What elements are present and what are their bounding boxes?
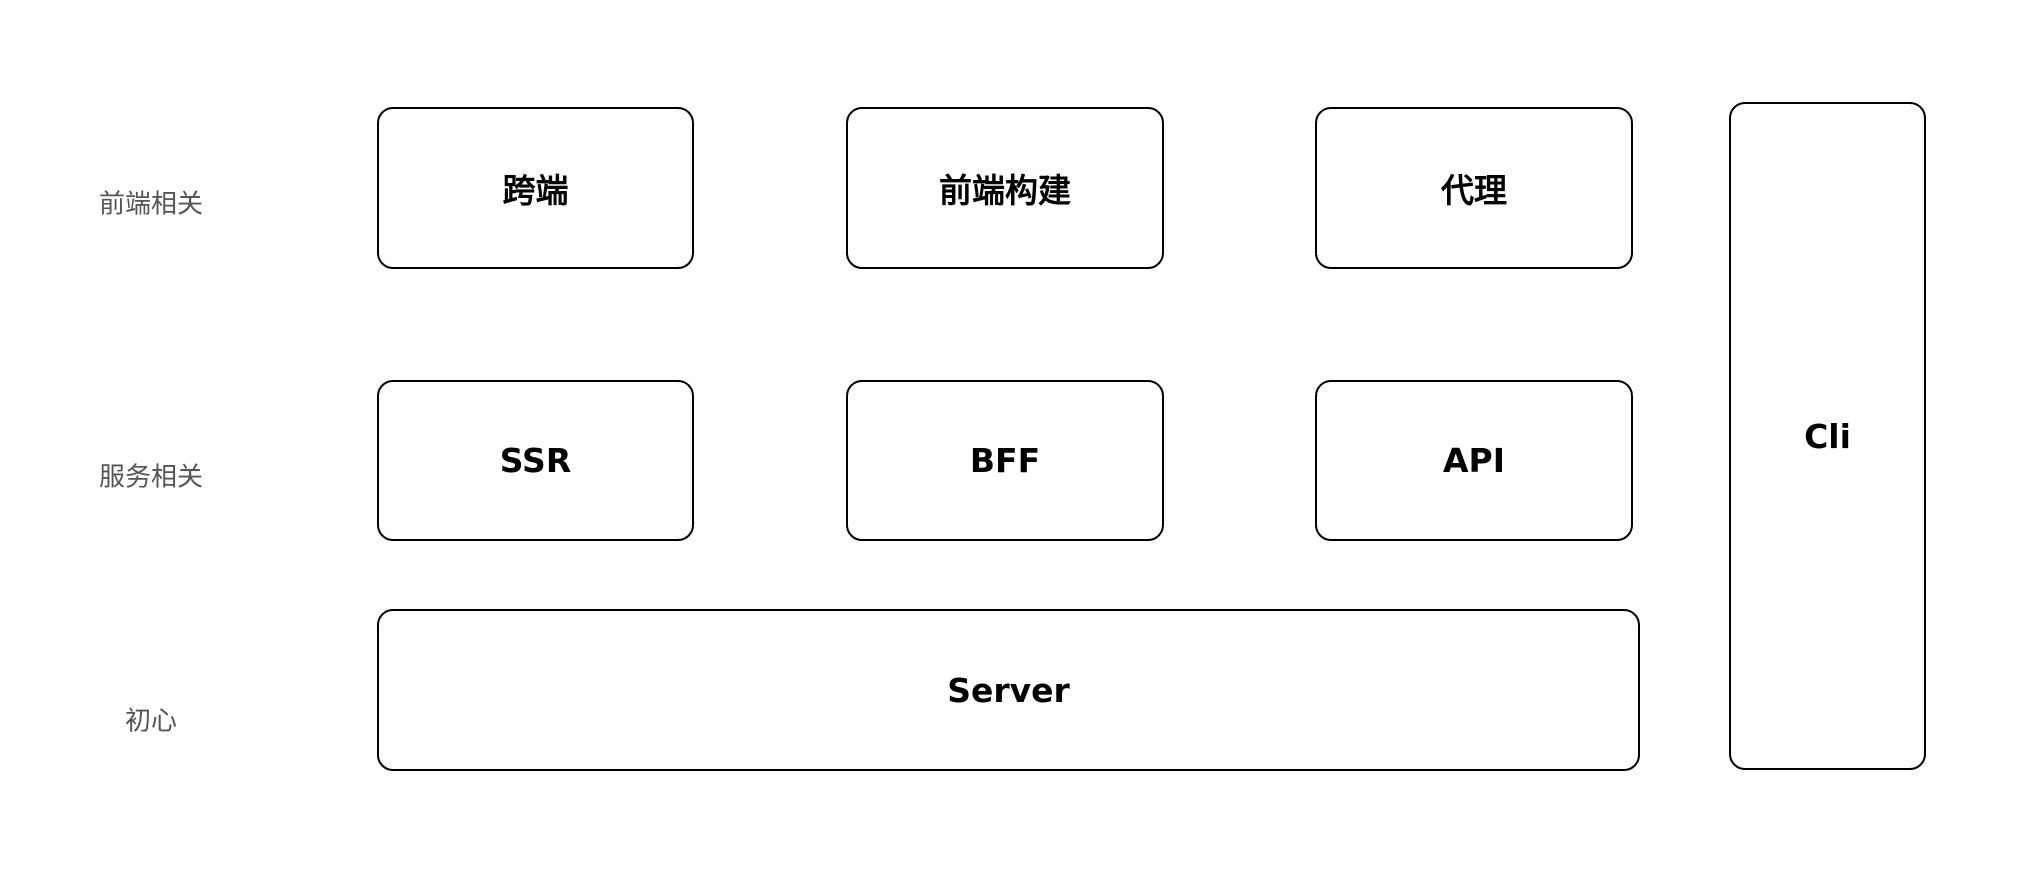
box-cross-platform: 跨端 <box>377 107 694 269</box>
box-api: API <box>1315 380 1633 541</box>
row-label-service: 服务相关 <box>98 462 203 493</box>
box-cross-platform-label: 跨端 <box>502 171 569 210</box>
box-frontend-build: 前端构建 <box>846 107 1164 269</box>
box-proxy-label: 代理 <box>1441 171 1507 210</box>
box-api-label: API <box>1442 441 1505 480</box>
box-bff-label: BFF <box>969 441 1041 480</box>
row-label-frontend: 前端相关 <box>98 189 203 220</box>
box-cli-label: Cli <box>1804 416 1851 456</box>
box-proxy: 代理 <box>1315 107 1633 269</box>
box-cli: Cli <box>1729 102 1926 770</box>
row-label-origin: 初心 <box>124 706 177 737</box>
box-server-label: Server <box>947 670 1070 710</box>
box-server: Server <box>377 609 1640 771</box>
box-ssr: SSR <box>377 380 694 541</box>
box-ssr-label: SSR <box>499 441 572 480</box>
box-bff: BFF <box>846 380 1164 541</box>
box-frontend-build-label: 前端构建 <box>939 171 1071 210</box>
